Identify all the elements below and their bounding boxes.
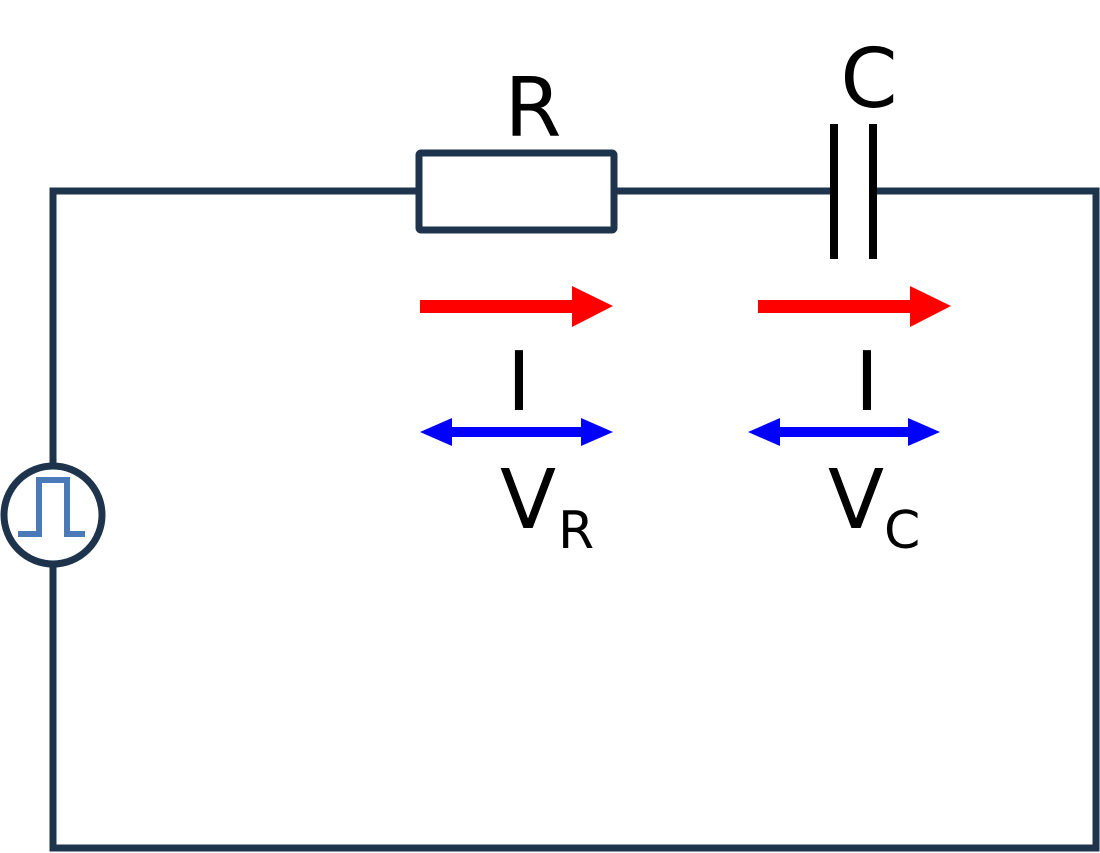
resistor-voltage-subscript: R	[558, 501, 594, 561]
capacitor-current-label: I	[855, 335, 879, 430]
resistor-current-label: I	[507, 335, 531, 430]
resistor-voltage-label: V	[500, 453, 556, 548]
pulse-source-icon	[0, 462, 106, 568]
capacitor-voltage-subscript: C	[884, 501, 920, 561]
voltage-arrow-capacitor	[748, 418, 940, 446]
capacitor-label: C	[840, 32, 897, 127]
resistor-symbol	[415, 149, 618, 234]
current-arrow-resistor	[420, 286, 613, 327]
current-arrow-capacitor	[758, 286, 951, 327]
capacitor-voltage-label: V	[828, 453, 884, 548]
resistor-label: R	[505, 61, 562, 156]
voltage-arrow-resistor	[420, 418, 613, 446]
circuit-wire	[49, 187, 1100, 852]
